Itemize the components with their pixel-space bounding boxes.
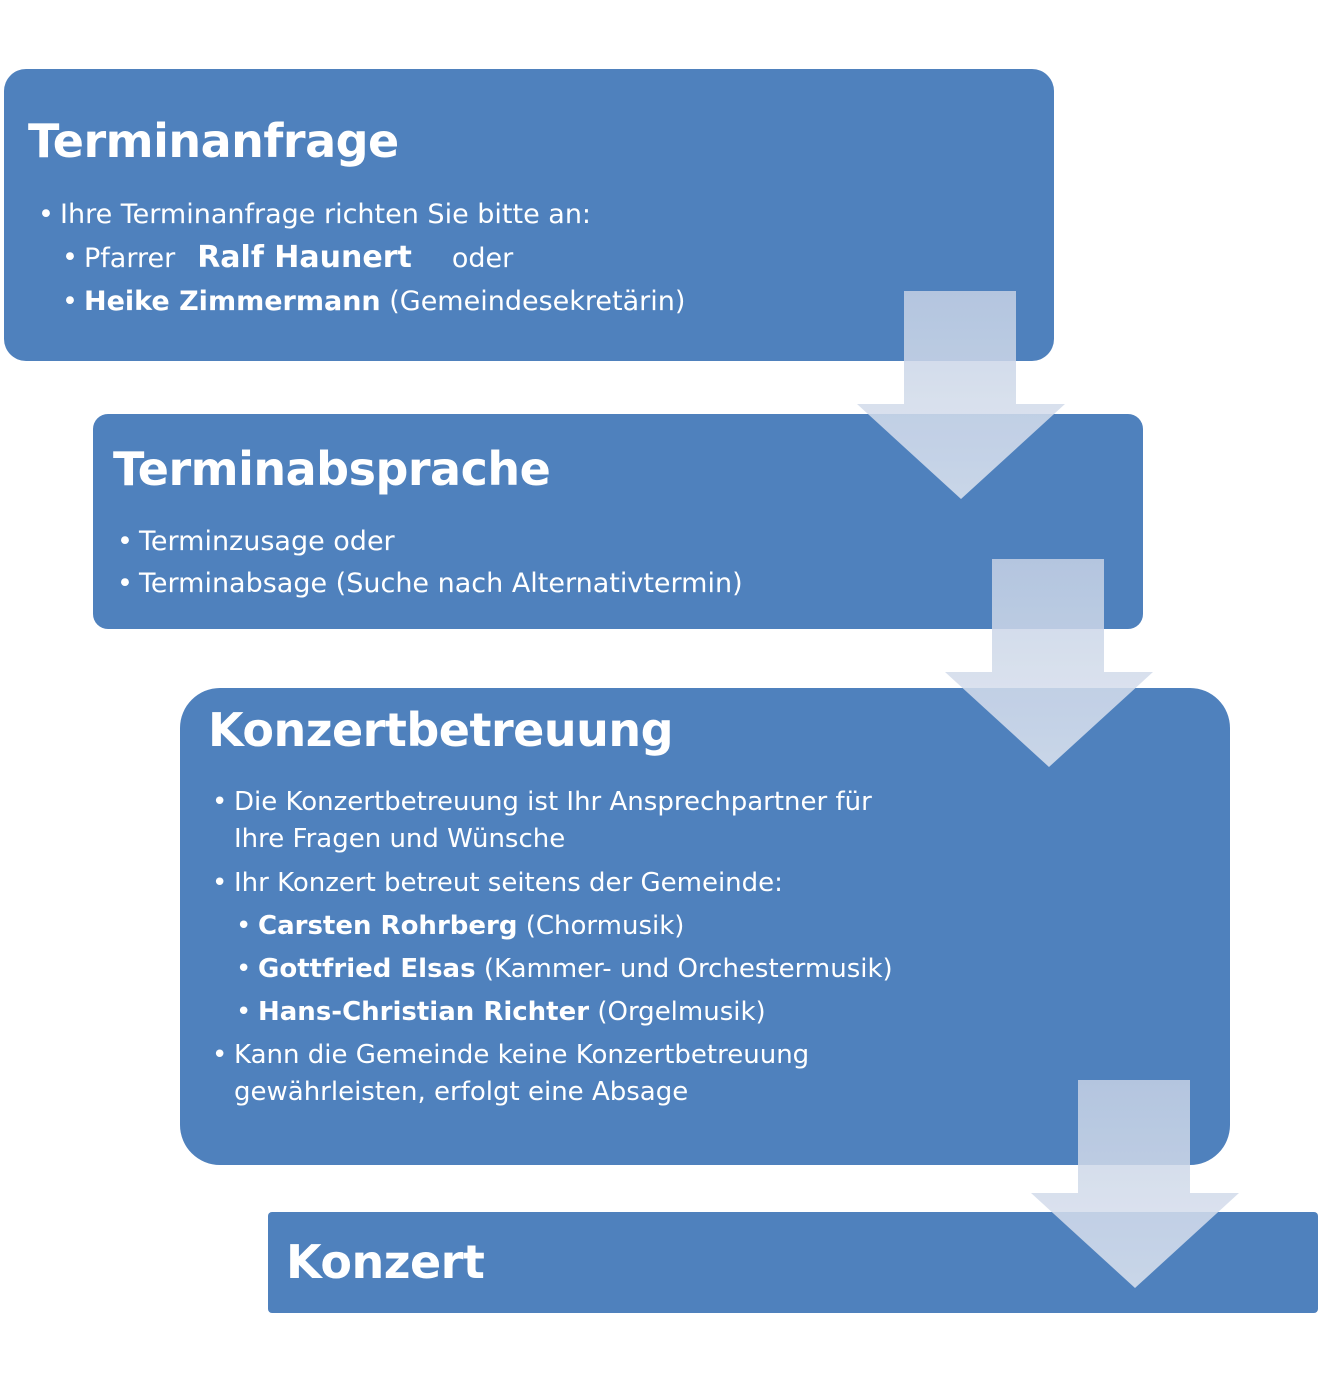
- step-title: Terminanfrage: [28, 114, 399, 168]
- contact-name: Carsten Rohrberg: [258, 911, 518, 941]
- step-title: Terminabsprache: [113, 442, 551, 496]
- bullet-item: Die Konzertbetreuung ist Ihr Ansprechpar…: [212, 784, 914, 858]
- step-bullet-list: Die Konzertbetreuung ist Ihr Ansprechpar…: [212, 784, 914, 1118]
- contact-name: Gottfried Elsas: [258, 954, 476, 984]
- bullet-item: Ihr Konzert betreut seitens der Gemeinde…: [212, 865, 914, 901]
- step-bullet-list: Terminzusage oder Terminabsage (Suche na…: [117, 524, 743, 608]
- arrow-down-icon: [857, 291, 1065, 499]
- contact-name: Ralf Haunert: [197, 240, 412, 275]
- bullet-item: Kann die Gemeinde keine Konzertbetreuung…: [212, 1037, 914, 1111]
- bullet-item: Terminabsage (Suche nach Alternativtermi…: [117, 566, 743, 602]
- contact-name: Heike Zimmermann: [84, 286, 381, 317]
- bullet-item: Carsten Rohrberg (Chormusik): [236, 908, 914, 944]
- arrow-down-icon: [1031, 1080, 1239, 1288]
- bullet-item: Ihre Terminanfrage richten Sie bitte an:: [38, 197, 685, 233]
- step-box-terminanfrage: Terminanfrage Ihre Terminanfrage richten…: [4, 69, 1054, 361]
- step-title: Konzertbetreuung: [208, 703, 674, 757]
- arrow-down-icon: [945, 559, 1153, 767]
- step-bullet-list: Ihre Terminanfrage richten Sie bitte an:…: [38, 197, 685, 327]
- bullet-item: Heike Zimmermann (Gemeindesekretärin): [62, 284, 685, 320]
- contact-name: Hans-Christian Richter: [258, 997, 590, 1027]
- bullet-item: Gottfried Elsas (Kammer- und Orchestermu…: [236, 951, 914, 987]
- step-box-konzertbetreuung: Konzertbetreuung Die Konzertbetreuung is…: [180, 688, 1230, 1165]
- bullet-item: Terminzusage oder: [117, 524, 743, 560]
- step-title: Konzert: [286, 1235, 485, 1289]
- bullet-item: Hans-Christian Richter (Orgelmusik): [236, 994, 914, 1030]
